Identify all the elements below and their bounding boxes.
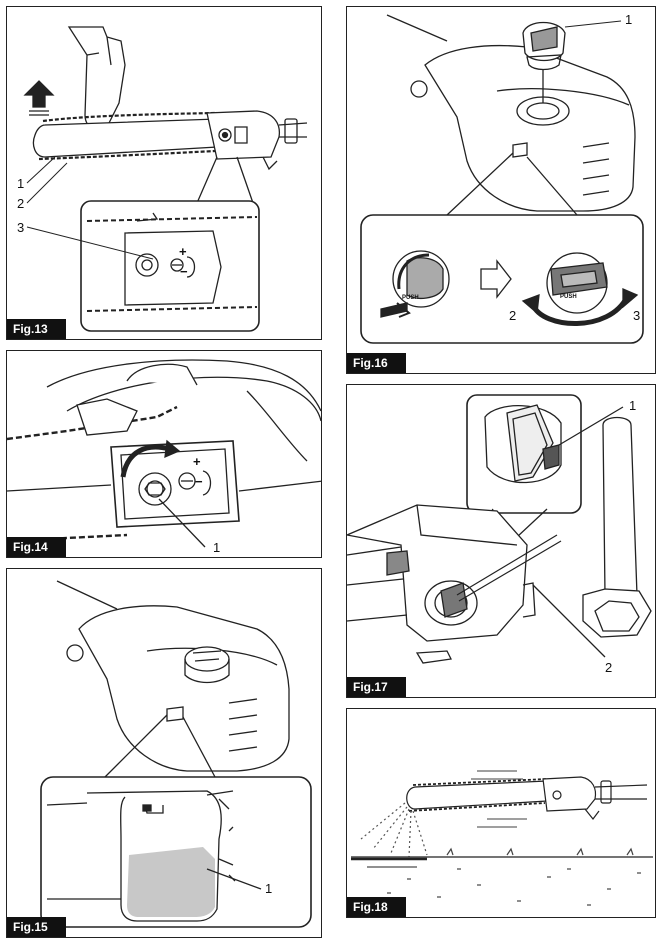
figure-14: + − 1 Fig.14 bbox=[6, 350, 322, 558]
upward-arrow-icon bbox=[23, 80, 55, 108]
fig13-minus-symbol: − bbox=[180, 264, 188, 279]
fig14-minus-symbol: − bbox=[195, 474, 203, 489]
fig18-drawing bbox=[351, 770, 653, 906]
fig17-callout-1: 1 bbox=[629, 398, 637, 413]
fig16-callout-1: 1 bbox=[625, 12, 633, 27]
fig14-callout-1: 1 bbox=[213, 540, 221, 555]
fig13-plus-symbol: + bbox=[179, 244, 187, 259]
fig14-plus-symbol: + bbox=[193, 454, 201, 469]
fig13-callout-1: 1 bbox=[17, 176, 25, 191]
figure-15: 1 Fig.15 bbox=[6, 568, 322, 938]
fig15-callout-1: 1 bbox=[265, 881, 273, 896]
fig16-label: Fig.16 bbox=[347, 353, 406, 373]
fig17-callout-2: 2 bbox=[605, 660, 613, 675]
fig16-callout-3: 3 bbox=[633, 308, 641, 323]
fig15-label: Fig.15 bbox=[7, 917, 66, 937]
fig16-callout-2: 2 bbox=[509, 308, 517, 323]
fig13-label: Fig.13 bbox=[7, 319, 66, 339]
figure-13: + − 1 2 3 Fig.13 bbox=[6, 6, 322, 340]
figure-17: 1 2 Fig.17 bbox=[346, 384, 656, 698]
fig16-drawing bbox=[360, 14, 644, 344]
fig17-label: Fig.17 bbox=[347, 677, 406, 697]
figure-18: Fig.18 bbox=[346, 708, 656, 918]
fig13-leader-lines bbox=[26, 156, 154, 260]
fig13-drawing bbox=[23, 26, 308, 332]
fig14-drawing bbox=[7, 359, 321, 548]
fig14-label: Fig.14 bbox=[7, 537, 66, 557]
fig13-callout-2: 2 bbox=[17, 196, 25, 211]
fig16-left-cap-text: PUSH bbox=[402, 295, 419, 301]
fig16-leader-lines bbox=[564, 20, 622, 28]
fig13-callout-3: 3 bbox=[17, 220, 25, 235]
fig18-label: Fig.18 bbox=[347, 897, 406, 917]
fig15-drawing bbox=[40, 580, 312, 928]
figure-16: PUSH PUSH 1 2 3 Fig.16 bbox=[346, 6, 656, 374]
fig16-right-cap-text: PUSH bbox=[560, 294, 577, 300]
fig17-drawing bbox=[347, 394, 652, 664]
